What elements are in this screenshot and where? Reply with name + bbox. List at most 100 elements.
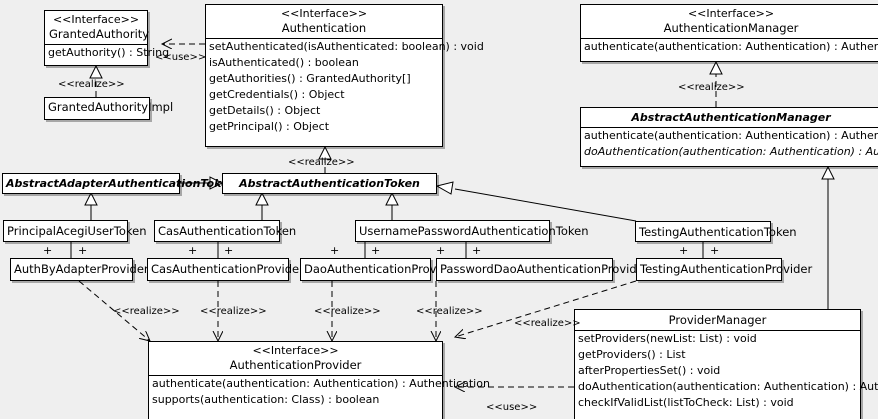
- class-header: <<Interface>> Authentication: [206, 5, 442, 38]
- class-name: ProviderManager: [668, 313, 767, 327]
- class-cas-authentication-provider[interactable]: CasAuthenticationProvider: [147, 258, 304, 281]
- class-name: CasAuthenticationProvider: [151, 262, 304, 276]
- assoc-marker: +: [224, 244, 234, 257]
- class-name: TestingAuthenticationProvider: [640, 262, 813, 276]
- class-name: Authentication: [281, 21, 367, 35]
- operation: getAuthority() : String: [48, 46, 170, 59]
- operation: getCredentials() : Object: [209, 88, 345, 101]
- class-header: <<Interface>> GrantedAuthority: [45, 11, 150, 44]
- class-header: DaoAuthenticationProvider: [301, 259, 459, 279]
- edge-principalacegiusertoken-extends-abstractadaptertoken: [84, 191, 98, 220]
- class-cas-authentication-token[interactable]: CasAuthenticationToken: [154, 220, 297, 242]
- class-header: GrantedAuthorityImpl: [45, 98, 174, 117]
- class-name: TestingAuthenticationToken: [639, 225, 797, 239]
- operation: getAuthorities() : GrantedAuthority[]: [209, 72, 411, 85]
- class-header: ProviderManager: [575, 310, 860, 330]
- class-authentication-provider[interactable]: <<Interface>> AuthenticationProvider aut…: [148, 341, 490, 419]
- edge-label-realize-abstractauthenticationmanager: <<realize>>: [678, 82, 745, 93]
- operations-compartment: getAuthority() : String: [45, 44, 170, 62]
- operation: afterPropertiesSet() : void: [578, 364, 721, 377]
- class-granted-authority[interactable]: <<Interface>> GrantedAuthority getAuthor…: [44, 10, 170, 66]
- operation: setAuthenticated(isAuthenticated: boolea…: [209, 40, 484, 53]
- class-name: AuthenticationProvider: [229, 358, 362, 372]
- class-header: <<Interface>> AuthenticationProvider: [149, 342, 442, 375]
- edge-label-realize-providermanager: <<realize>>: [514, 318, 581, 329]
- assoc-marker: +: [188, 244, 198, 257]
- edge-casauthenticationtoken-extends-abstracttoken: [255, 191, 269, 220]
- class-header: PasswordDaoAuthenticationProvider: [437, 259, 649, 279]
- class-header: PrincipalAcegiUserToken: [4, 221, 147, 241]
- class-abstract-adapter-authentication-token[interactable]: AbstractAdapterAuthenticationToken: [2, 173, 237, 194]
- edge-label-realize-dao: <<realize>>: [314, 306, 381, 317]
- operation: doAuthentication(authentication: Authent…: [584, 145, 878, 158]
- class-name: AbstractAuthenticationManager: [631, 111, 831, 124]
- class-header: AbstractAuthenticationToken: [223, 174, 436, 193]
- edge-usernamepasswordtoken-extends-abstracttoken: [385, 191, 399, 220]
- operations-compartment: setAuthenticated(isAuthenticated: boolea…: [206, 38, 484, 136]
- operation: doAuthentication(authentication: Authent…: [578, 380, 878, 393]
- class-auth-by-adapter-provider[interactable]: AuthByAdapterProvider: [10, 258, 149, 281]
- class-header: <<Interface>> AuthenticationManager: [581, 5, 878, 38]
- class-authentication-manager[interactable]: <<Interface>> AuthenticationManager auth…: [580, 4, 878, 62]
- class-name: AbstractAuthenticationToken: [239, 177, 420, 190]
- operation: setProviders(newList: List) : void: [578, 332, 757, 345]
- class-header: TestingAuthenticationProvider: [637, 259, 813, 279]
- class-testing-authentication-token[interactable]: TestingAuthenticationToken: [635, 221, 797, 242]
- class-name: DaoAuthenticationProvider: [304, 262, 459, 276]
- class-name: AuthByAdapterProvider: [14, 262, 149, 276]
- operation: checkIfValidList(listToCheck: List) : vo…: [578, 396, 794, 409]
- class-name: PrincipalAcegiUserToken: [7, 224, 147, 238]
- edge-label-realize-abstractauthenticationtoken: <<realize>>: [288, 157, 355, 168]
- class-name: GrantedAuthorityImpl: [48, 100, 174, 114]
- edge-label-realize-grantedauthorityimpl: <<realize>>: [58, 79, 125, 90]
- class-header: TestingAuthenticationToken: [636, 222, 797, 242]
- assoc-marker: +: [710, 244, 720, 257]
- class-dao-authentication-provider[interactable]: DaoAuthenticationProvider: [300, 258, 459, 281]
- edge-providermanager-extends-abstractauthenticationmanager: [821, 165, 835, 309]
- edge-label-use-providermanager-authenticationprovider: <<use>>: [486, 402, 538, 413]
- stereotype-label: <<Interface>>: [687, 7, 775, 20]
- operations-compartment: setProviders(newList: List) : void getPr…: [575, 330, 878, 412]
- class-header: CasAuthenticationProvider: [148, 259, 304, 279]
- class-header: AbstractAdapterAuthenticationToken: [3, 174, 237, 193]
- stereotype-label: <<Interface>>: [52, 13, 140, 26]
- edge-label-realize-authbyadapter: <<realize>>: [113, 306, 180, 317]
- class-provider-manager[interactable]: ProviderManager setProviders(newList: Li…: [574, 309, 878, 419]
- class-name: AbstractAdapterAuthenticationToken: [6, 177, 237, 190]
- class-authentication[interactable]: <<Interface>> Authentication setAuthenti…: [205, 4, 484, 147]
- class-name: GrantedAuthority: [49, 27, 150, 41]
- class-username-password-authentication-token[interactable]: UsernamePasswordAuthenticationToken: [355, 220, 589, 242]
- class-name: PasswordDaoAuthenticationProvider: [440, 262, 649, 276]
- class-name: UsernamePasswordAuthenticationToken: [359, 224, 589, 238]
- assoc-marker: +: [679, 244, 689, 257]
- edge-label-realize-passworddao: <<realize>>: [416, 306, 483, 317]
- operation: authenticate(authentication: Authenticat…: [584, 40, 878, 53]
- operations-compartment: authenticate(authentication: Authenticat…: [581, 127, 878, 161]
- class-header: CasAuthenticationToken: [155, 221, 297, 241]
- stereotype-label: <<Interface>>: [252, 344, 339, 357]
- operations-compartment: authenticate(authentication: Authenticat…: [149, 375, 490, 409]
- assoc-marker: +: [436, 244, 446, 257]
- stereotype-label: <<Interface>>: [280, 7, 368, 20]
- assoc-marker: +: [371, 244, 381, 257]
- class-abstract-authentication-manager[interactable]: AbstractAuthenticationManager authentica…: [580, 107, 878, 167]
- edge-label-use-authentication-grantedauthority: <<use>>: [155, 52, 207, 63]
- class-granted-authority-impl[interactable]: GrantedAuthorityImpl: [44, 97, 174, 120]
- assoc-marker: +: [78, 244, 88, 257]
- class-name: CasAuthenticationToken: [158, 224, 297, 238]
- operation: getProviders() : List: [578, 348, 686, 361]
- operation: getDetails() : Object: [209, 104, 321, 117]
- class-header: UsernamePasswordAuthenticationToken: [356, 221, 589, 241]
- class-abstract-authentication-token[interactable]: AbstractAuthenticationToken: [222, 173, 437, 194]
- class-principal-acegi-user-token[interactable]: PrincipalAcegiUserToken: [3, 220, 147, 242]
- class-name: AuthenticationManager: [663, 21, 799, 35]
- operation: supports(authentication: Class) : boolea…: [152, 393, 380, 406]
- operation: isAuthenticated() : boolean: [209, 56, 359, 69]
- class-testing-authentication-provider[interactable]: TestingAuthenticationProvider: [636, 258, 813, 281]
- class-password-dao-authentication-provider[interactable]: PasswordDaoAuthenticationProvider: [436, 258, 649, 281]
- operation: getPrincipal() : Object: [209, 120, 330, 133]
- class-header: AbstractAuthenticationManager: [581, 108, 878, 127]
- operation: authenticate(authentication: Authenticat…: [152, 377, 490, 390]
- operations-compartment: authenticate(authentication: Authenticat…: [581, 38, 878, 56]
